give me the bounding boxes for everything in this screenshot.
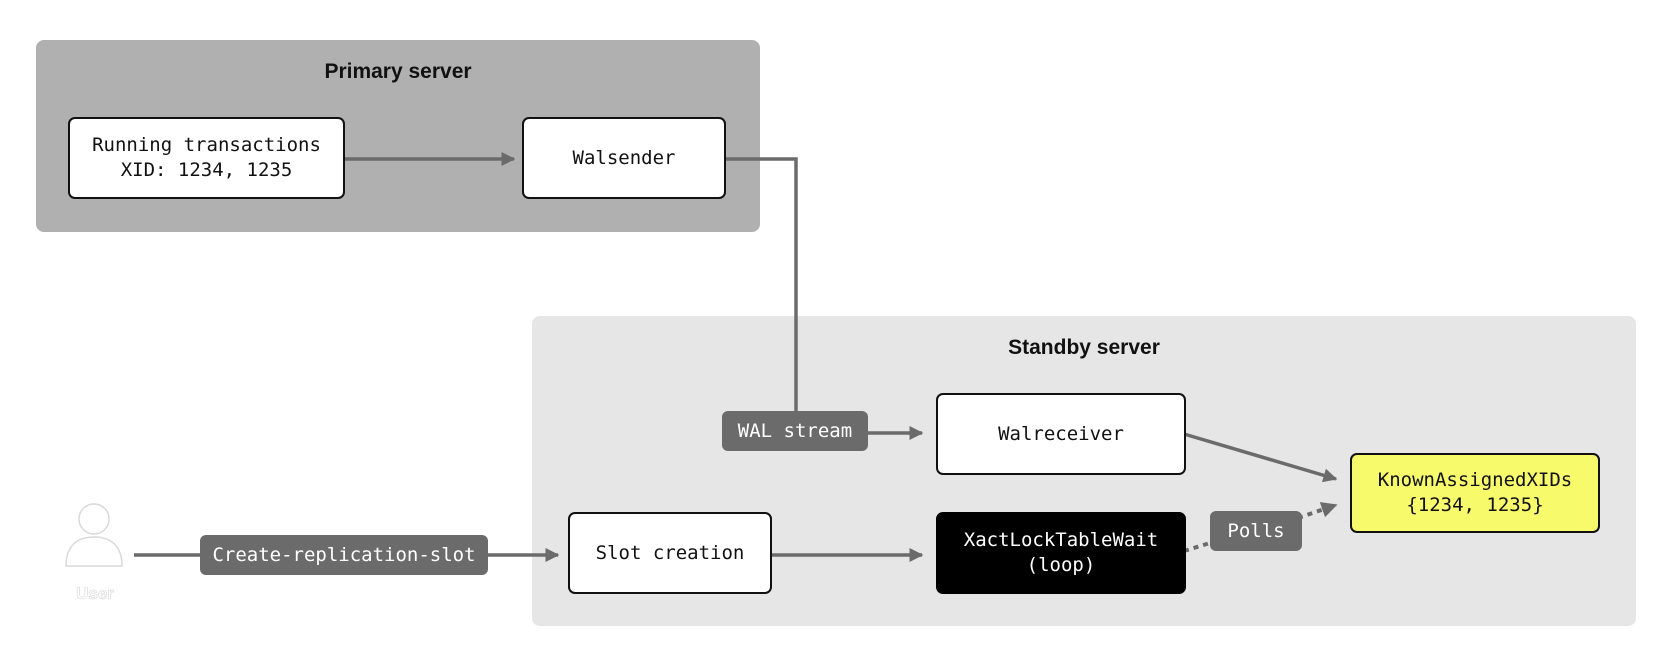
edge-walreceiver-to-knownxids — [1183, 432, 1338, 483]
xactlocktablewait-loop-label: (loop) — [1026, 554, 1096, 576]
slot-creation-label: Slot creation — [595, 541, 745, 564]
standby-server-title: Standby server — [1008, 336, 1160, 359]
walsender-node: Walsender — [522, 117, 726, 199]
wal-stream-label: WAL stream — [722, 411, 868, 451]
running-transactions-title: Running transactions — [92, 134, 321, 157]
running-transactions-node: Running transactions XID: 1234, 1235 — [68, 117, 345, 199]
knownassignedxids-label: KnownAssignedXIDs — [1377, 469, 1573, 492]
running-transactions-xids: XID: 1234, 1235 — [120, 159, 293, 181]
knownassignedxids-values: {1234, 1235} — [1406, 494, 1544, 516]
walreceiver-label: Walreceiver — [998, 422, 1124, 445]
xactlocktablewait-label: XactLockTableWait — [963, 529, 1159, 552]
user-label: User — [76, 584, 114, 604]
primary-server-title: Primary server — [324, 60, 472, 83]
create-replication-slot-label: Create-replication-slot — [200, 535, 488, 575]
edge-walsender-to-walstream — [724, 157, 798, 414]
polls-label: Polls — [1210, 511, 1302, 551]
xactlocktablewait-node: XactLockTableWait (loop) — [936, 512, 1186, 594]
walsender-label: Walsender — [572, 146, 676, 169]
edge-polls-to-knownxids — [1297, 502, 1338, 520]
slot-creation-node: Slot creation — [568, 512, 772, 594]
user-icon — [65, 503, 123, 567]
edge-xactlock-to-polls — [1183, 541, 1211, 553]
knownassignedxids-node: KnownAssignedXIDs {1234, 1235} — [1350, 453, 1600, 533]
walreceiver-node: Walreceiver — [936, 393, 1186, 475]
